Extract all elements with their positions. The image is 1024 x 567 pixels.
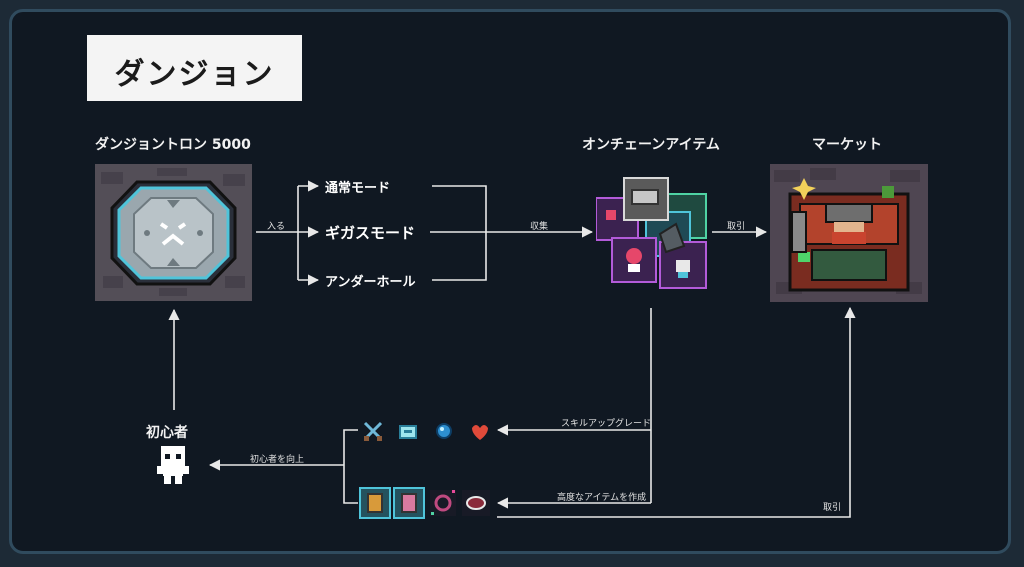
jar-orange-icon xyxy=(359,487,391,519)
mode-normal: 通常モード xyxy=(325,181,391,196)
branch-normal xyxy=(297,186,318,280)
shield-potion-icon xyxy=(399,425,417,439)
edge-skill-upgrade-label: スキルアップグレード xyxy=(561,419,652,429)
onchain-items-label: オンチェーンアイテム xyxy=(582,137,720,153)
mode-underhole: アンダーホール xyxy=(325,275,416,290)
market-label: マーケット xyxy=(812,137,882,153)
edge-trade-top-label: 取引 xyxy=(727,222,746,232)
mode-gigas: ギガスモード xyxy=(325,224,416,242)
beginner-character-icon xyxy=(157,446,189,484)
beginner-label: 初心者 xyxy=(146,425,188,441)
edge-trade-bottom-label: 取引 xyxy=(823,503,842,513)
jar-pink-icon xyxy=(393,487,425,519)
dungeontron-label: ダンジョントロン 5000 xyxy=(95,137,251,153)
edge-trade-bottom xyxy=(497,306,856,518)
skill-upgrade-row xyxy=(363,421,488,441)
edge-enter-label: 入る xyxy=(267,222,286,232)
dungeontron-machine-icon xyxy=(95,164,252,301)
crossed-swords-icon xyxy=(363,421,383,441)
orb-icon xyxy=(436,423,452,439)
bracket-item-rows xyxy=(343,429,358,504)
edge-craft-label: 高度なアイテムを作成 xyxy=(557,493,647,503)
page-title: ダンジョン xyxy=(114,57,275,92)
ring-icon xyxy=(430,490,456,516)
edge-improve-label: 初心者を向上 xyxy=(250,455,305,465)
onchain-items-icon xyxy=(596,177,707,289)
crafted-items-row xyxy=(359,487,490,519)
market-stall-icon xyxy=(770,164,928,302)
edge-collect-label: 収集 xyxy=(530,222,549,232)
title-box: ダンジョン xyxy=(87,35,302,101)
bracket-modes xyxy=(432,185,487,281)
heart-icon xyxy=(472,425,488,440)
amulet-icon xyxy=(462,490,490,516)
